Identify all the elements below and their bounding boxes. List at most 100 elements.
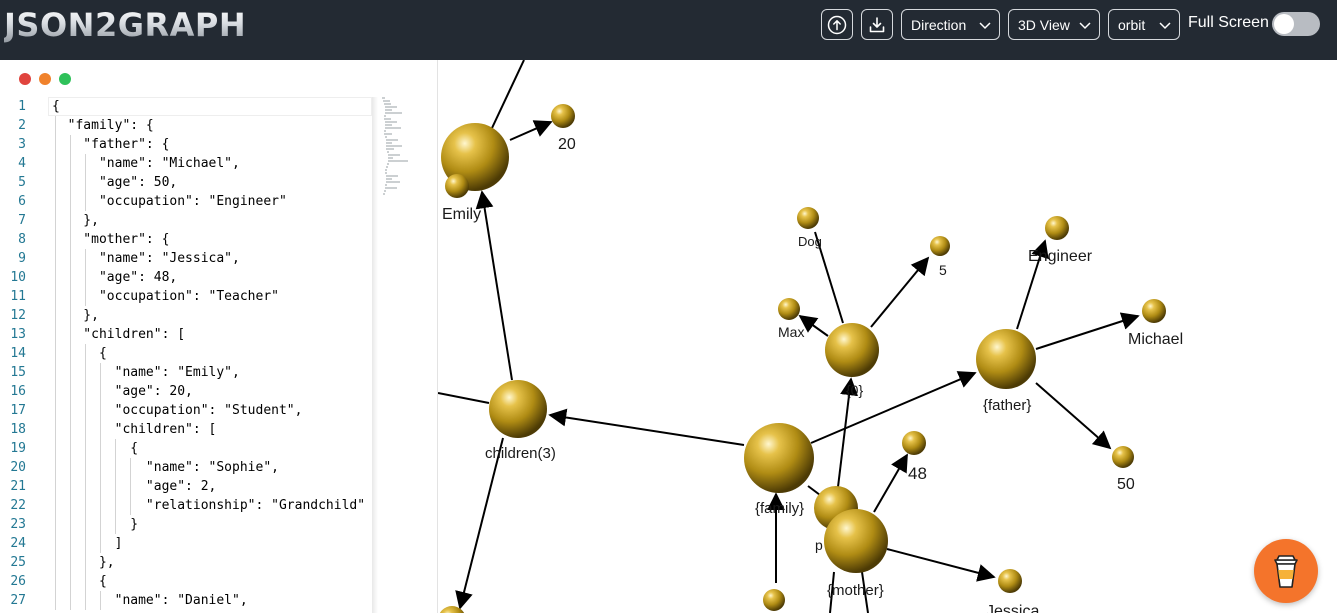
code-line[interactable]: 15 "name": "Emily", bbox=[0, 363, 372, 382]
window-maximize-dot[interactable] bbox=[59, 73, 71, 85]
graph-node-emily-sub[interactable] bbox=[445, 174, 469, 198]
code-line[interactable]: 4 "name": "Michael", bbox=[0, 154, 372, 173]
code-text[interactable]: "occupation": "Engineer" bbox=[52, 194, 287, 209]
graph-node-father[interactable] bbox=[976, 329, 1036, 389]
code-text[interactable]: "name": "Daniel", bbox=[52, 593, 248, 608]
code-line[interactable]: 5 "age": 50, bbox=[0, 173, 372, 192]
code-text[interactable]: "occupation": "Student", bbox=[52, 403, 303, 418]
direction-select[interactable]: Direction bbox=[901, 9, 1000, 40]
code-text[interactable]: }, bbox=[52, 308, 99, 323]
json-editor[interactable]: 1{2 "family": {3 "father": {4 "name": "M… bbox=[0, 60, 438, 613]
code-text[interactable]: "family": { bbox=[52, 118, 154, 133]
code-area[interactable]: 1{2 "family": {3 "father": {4 "name": "M… bbox=[0, 97, 372, 610]
code-line[interactable]: 27 "name": "Daniel", bbox=[0, 591, 372, 610]
code-line[interactable]: 13 "children": [ bbox=[0, 325, 372, 344]
indent-guide bbox=[70, 439, 71, 458]
line-number: 9 bbox=[18, 251, 26, 266]
line-number: 11 bbox=[10, 289, 26, 304]
graph-node-children[interactable] bbox=[489, 380, 547, 438]
download-button[interactable] bbox=[861, 9, 893, 40]
code-text[interactable]: "name": "Michael", bbox=[52, 156, 240, 171]
indent-guide bbox=[70, 458, 71, 477]
code-line[interactable]: 3 "father": { bbox=[0, 135, 372, 154]
view-select[interactable]: 3D View bbox=[1008, 9, 1100, 40]
graph-node-engineer[interactable] bbox=[1045, 216, 1069, 240]
buy-me-coffee-button[interactable] bbox=[1254, 539, 1318, 603]
code-line[interactable]: 18 "children": [ bbox=[0, 420, 372, 439]
code-text[interactable]: { bbox=[52, 346, 107, 361]
indent-guide bbox=[70, 287, 71, 306]
graph-node-dog[interactable] bbox=[797, 207, 819, 229]
code-line[interactable]: 14 { bbox=[0, 344, 372, 363]
window-minimize-dot[interactable] bbox=[39, 73, 51, 85]
code-line[interactable]: 19 { bbox=[0, 439, 372, 458]
code-line[interactable]: 9 "name": "Jessica", bbox=[0, 249, 372, 268]
code-text[interactable]: "age": 20, bbox=[52, 384, 193, 399]
indent-guide bbox=[100, 439, 101, 458]
code-text[interactable]: "children": [ bbox=[52, 327, 186, 342]
code-line[interactable]: 21 "age": 2, bbox=[0, 477, 372, 496]
code-line[interactable]: 8 "mother": { bbox=[0, 230, 372, 249]
fullscreen-toggle[interactable] bbox=[1272, 12, 1320, 36]
code-text[interactable]: "occupation": "Teacher" bbox=[52, 289, 279, 304]
graph-svg[interactable]: Emily 20 Dog 5 Max {0} Engineer Michael … bbox=[438, 60, 1337, 613]
graph-node-michael[interactable] bbox=[1142, 299, 1166, 323]
indent-guide bbox=[55, 116, 56, 135]
window-close-dot[interactable] bbox=[19, 73, 31, 85]
graph-node-five[interactable] bbox=[930, 236, 950, 256]
upload-button[interactable] bbox=[821, 9, 853, 40]
code-line[interactable]: 22 "relationship": "Grandchild" bbox=[0, 496, 372, 515]
line-number: 7 bbox=[18, 213, 26, 228]
code-text[interactable]: "father": { bbox=[52, 137, 170, 152]
node-label-dog: Dog bbox=[798, 234, 822, 249]
indent-guide bbox=[70, 363, 71, 382]
code-line[interactable]: 20 "name": "Sophie", bbox=[0, 458, 372, 477]
control-select[interactable]: orbit bbox=[1108, 9, 1180, 40]
code-text[interactable]: "relationship": "Grandchild" bbox=[52, 498, 366, 513]
graph-node-bottom[interactable] bbox=[763, 589, 785, 611]
indent-guide bbox=[70, 496, 71, 515]
graph-node-family[interactable] bbox=[744, 423, 814, 493]
code-text[interactable]: "children": [ bbox=[52, 422, 217, 437]
graph-node-fifty[interactable] bbox=[1112, 446, 1134, 468]
graph-node-pet0[interactable] bbox=[825, 323, 879, 377]
code-line[interactable]: 2 "family": { bbox=[0, 116, 372, 135]
graph-node-jessica[interactable] bbox=[998, 569, 1022, 593]
code-text[interactable]: "mother": { bbox=[52, 232, 170, 247]
graph-canvas[interactable]: Emily 20 Dog 5 Max {0} Engineer Michael … bbox=[438, 60, 1337, 613]
code-text[interactable]: { bbox=[52, 574, 107, 589]
graph-node-mother[interactable] bbox=[824, 509, 888, 573]
app-logo: JSON2GRAPH bbox=[4, 6, 247, 44]
graph-node-max[interactable] bbox=[778, 298, 800, 320]
indent-guide bbox=[70, 572, 71, 591]
code-line[interactable]: 10 "age": 48, bbox=[0, 268, 372, 287]
code-text[interactable]: "name": "Emily", bbox=[52, 365, 240, 380]
code-line[interactable]: 12 }, bbox=[0, 306, 372, 325]
code-line[interactable]: 1{ bbox=[0, 97, 372, 116]
code-line[interactable]: 17 "occupation": "Student", bbox=[0, 401, 372, 420]
code-text[interactable]: ] bbox=[52, 536, 123, 551]
graph-node-child-2[interactable] bbox=[438, 606, 466, 613]
code-line[interactable]: 25 }, bbox=[0, 553, 372, 572]
code-text[interactable]: "age": 2, bbox=[52, 479, 217, 494]
code-text[interactable]: "name": "Jessica", bbox=[52, 251, 240, 266]
code-line[interactable]: 6 "occupation": "Engineer" bbox=[0, 192, 372, 211]
code-line[interactable]: 23 } bbox=[0, 515, 372, 534]
graph-node-emily[interactable] bbox=[441, 123, 509, 191]
minimap[interactable] bbox=[380, 96, 430, 206]
code-text[interactable]: }, bbox=[52, 213, 99, 228]
code-text[interactable]: } bbox=[52, 517, 139, 532]
code-text[interactable]: { bbox=[52, 441, 139, 456]
code-text[interactable]: { bbox=[52, 99, 60, 114]
code-line[interactable]: 26 { bbox=[0, 572, 372, 591]
code-text[interactable]: "name": "Sophie", bbox=[52, 460, 279, 475]
code-text[interactable]: "age": 48, bbox=[52, 270, 178, 285]
code-text[interactable]: "age": 50, bbox=[52, 175, 178, 190]
code-text[interactable]: }, bbox=[52, 555, 115, 570]
graph-node-fortyeight[interactable] bbox=[902, 431, 926, 455]
code-line[interactable]: 11 "occupation": "Teacher" bbox=[0, 287, 372, 306]
graph-node-emily-age[interactable] bbox=[551, 104, 575, 128]
code-line[interactable]: 7 }, bbox=[0, 211, 372, 230]
code-line[interactable]: 16 "age": 20, bbox=[0, 382, 372, 401]
code-line[interactable]: 24 ] bbox=[0, 534, 372, 553]
